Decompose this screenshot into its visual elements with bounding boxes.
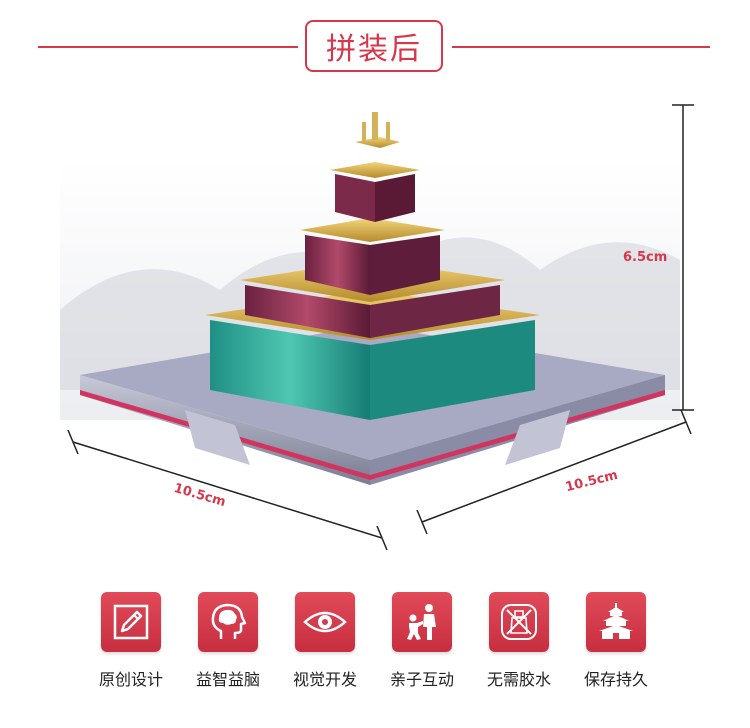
feature-brain-training: 益智益脑 — [180, 592, 276, 690]
feature-no-glue: 无需胶水 — [471, 592, 567, 690]
feature-long-lasting: 保存持久 — [568, 592, 664, 690]
page-title: 拼装后 — [305, 20, 443, 72]
feature-label: 保存持久 — [583, 670, 648, 689]
parent-child-icon — [407, 604, 436, 640]
feature-label: 亲子互动 — [389, 670, 454, 689]
feature-label: 视觉开发 — [292, 670, 357, 689]
temple-top-level — [330, 112, 420, 222]
title-rule-left — [38, 46, 298, 48]
no-glue-icon — [501, 604, 537, 640]
brain-head-icon — [211, 603, 247, 639]
eye-icon — [303, 611, 347, 633]
feature-label: 原创设计 — [98, 670, 163, 689]
feature-icon-box — [489, 592, 549, 652]
height-dimension-line — [672, 104, 694, 411]
temple-icon — [599, 603, 633, 639]
feature-icon-box — [392, 592, 452, 652]
feature-label: 无需胶水 — [486, 670, 551, 689]
feature-original-design: 原创设计 — [83, 592, 179, 690]
height-label: 6.5cm — [623, 250, 668, 265]
pencil-icon — [113, 604, 149, 640]
feature-list: 原创设计 益智益脑 视觉开发 — [0, 592, 750, 702]
temple-middle-level — [240, 218, 505, 338]
title-rule-right — [452, 46, 710, 48]
depth-dimension-line — [416, 409, 692, 535]
temple-stairs — [185, 410, 570, 465]
feature-icon-box — [101, 592, 161, 652]
feature-parent-child: 亲子互动 — [374, 592, 470, 690]
feature-icon-box — [295, 592, 355, 652]
feature-visual-development: 视觉开发 — [277, 592, 373, 690]
feature-label: 益智益脑 — [195, 670, 260, 689]
product-illustration — [60, 104, 694, 551]
feature-icon-box — [586, 592, 646, 652]
feature-icon-box — [198, 592, 258, 652]
width-dimension-line — [67, 429, 388, 551]
